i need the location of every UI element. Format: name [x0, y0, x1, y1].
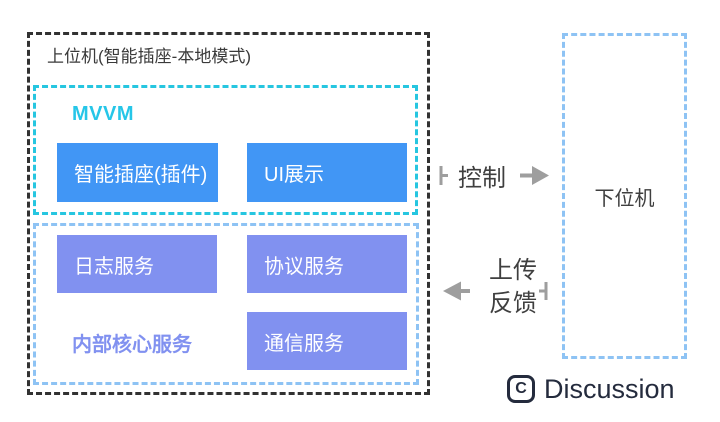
brand-label: Discussion	[544, 373, 675, 404]
core-services-label: 内部核心服务	[72, 334, 192, 356]
control-arrow-group: 控制	[434, 155, 554, 197]
brand-watermark: C Discussion	[507, 374, 675, 404]
core-services-box	[33, 223, 419, 385]
feedback-arrow-icon	[443, 281, 548, 301]
feedback-line1: 上传	[489, 257, 537, 284]
comm-service-label: 通信服务	[264, 332, 344, 355]
protocol-service-label: 协议服务	[264, 255, 344, 278]
feedback-arrow-label: 上传 反馈	[480, 254, 546, 320]
comm-service-block: 通信服务	[247, 312, 407, 370]
log-service-block: 日志服务	[57, 235, 217, 293]
smart-socket-plugin-block: 智能插座(插件)	[57, 143, 218, 202]
device-label: 下位机	[594, 187, 655, 210]
device-box: 下位机	[562, 33, 687, 359]
mvvm-layer-label: MVVM	[72, 103, 134, 125]
log-service-label: 日志服务	[74, 255, 154, 278]
control-arrow-icon	[439, 166, 549, 185]
protocol-service-block: 协议服务	[247, 235, 407, 293]
control-arrow-label: 控制	[458, 165, 506, 192]
mvvm-layer-box	[33, 85, 418, 215]
smart-socket-plugin-label: 智能插座(插件)	[74, 164, 208, 186]
ui-display-label: UI展示	[264, 164, 324, 186]
feedback-arrow-group: 上传 反馈	[440, 252, 555, 334]
host-title: 上位机(智能插座-本地模式)	[47, 47, 251, 66]
brand-c-icon: C	[507, 375, 535, 403]
host-container-box	[27, 32, 430, 395]
feedback-line2: 反馈	[489, 290, 537, 317]
ui-display-block: UI展示	[247, 143, 407, 202]
